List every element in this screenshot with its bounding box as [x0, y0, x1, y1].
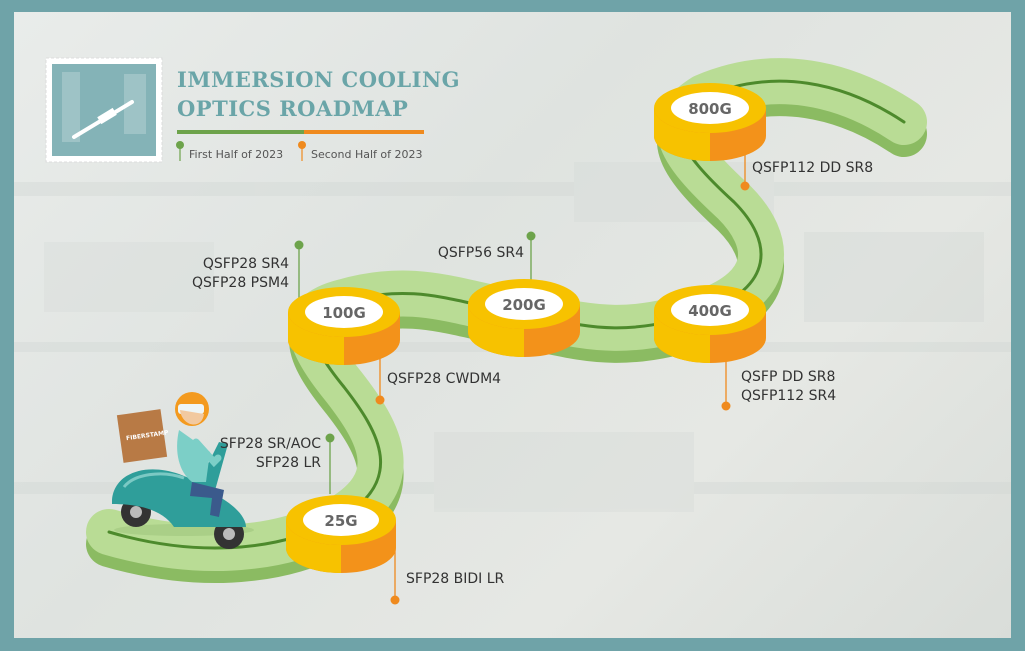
product-label: QSFP112 SR4: [741, 388, 837, 404]
milestone-label-400g: 400G: [688, 302, 732, 320]
product-label: QSFP28 CWDM4: [387, 371, 502, 387]
products-25g-second: SFP28 BIDI LR: [406, 570, 504, 589]
product-label: QSFP28 SR4: [202, 256, 289, 272]
title-line-2: OPTICS ROADMAP: [177, 96, 409, 121]
milestone-label-25g: 25G: [324, 512, 357, 530]
products-800g: QSFP112 DD SR8: [752, 159, 873, 178]
products-100g-second: QSFP28 CWDM4: [387, 370, 501, 389]
products-25g-first: SFP28 SR/AOC SFP28 LR: [189, 435, 321, 473]
milestone-label-100g: 100G: [322, 304, 366, 322]
title-line-1: IMMERSION COOLING: [177, 67, 461, 92]
product-label: QSFP56 SR4: [437, 245, 524, 261]
products-200g: QSFP56 SR4: [414, 244, 524, 263]
products-100g-first: QSFP28 SR4 QSFP28 PSM4: [164, 255, 289, 293]
milestone-400g: 400G: [654, 285, 766, 363]
product-label: SFP28 SR/AOC: [219, 436, 321, 452]
milestone-label-200g: 200G: [502, 296, 546, 314]
milestone-label-800g: 800G: [688, 100, 732, 118]
product-label: QSFP112 DD SR8: [752, 160, 874, 176]
product-label: SFP28 BIDI LR: [406, 571, 505, 587]
products-400g: QSFP DD SR8 QSFP112 SR4: [741, 368, 836, 406]
roadmap-canvas: 25G 100G 200G 400G 800G: [14, 12, 1011, 638]
roadmap-graphic: 25G 100G 200G 400G 800G: [14, 57, 1011, 605]
milestone-100g: 100G: [288, 287, 400, 365]
milestone-800g: 800G: [654, 83, 766, 161]
stamp-logo: [45, 57, 163, 163]
milestone-25g: 25G: [286, 495, 396, 573]
legend-first-half: First Half of 2023: [189, 148, 284, 161]
legend-marker-second: [298, 141, 306, 149]
product-label: QSFP DD SR8: [741, 369, 836, 385]
product-label: QSFP28 PSM4: [192, 275, 289, 291]
milestone-200g: 200G: [468, 279, 580, 357]
product-label: SFP28 LR: [255, 455, 321, 471]
connectors: [294, 142, 750, 605]
legend-second-half: Second Half of 2023: [311, 148, 423, 161]
legend-marker-first: [176, 141, 184, 149]
scooter-rider-illustration: FIBERSTAMP: [112, 392, 254, 549]
